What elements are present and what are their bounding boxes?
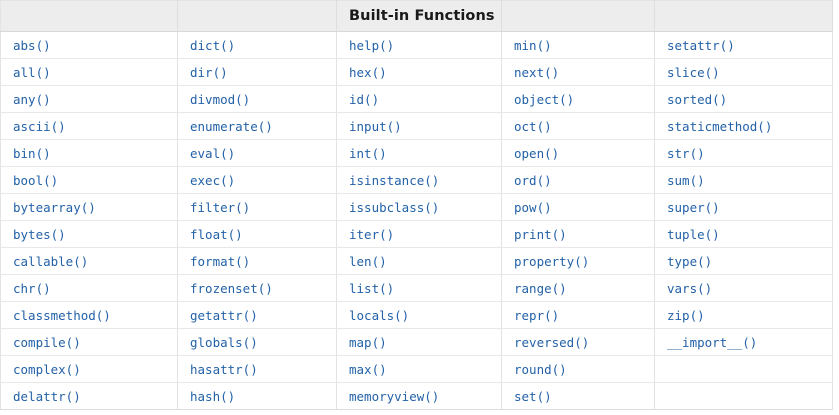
header-cell-2: [177, 0, 337, 32]
table-header: Built-in Functions: [0, 0, 833, 32]
function-cell[interactable]: len(): [336, 247, 502, 275]
function-cell[interactable]: dict(): [177, 31, 337, 59]
function-cell[interactable]: oct(): [501, 112, 655, 140]
function-cell[interactable]: getattr(): [177, 301, 337, 329]
function-cell[interactable]: enumerate(): [177, 112, 337, 140]
function-cell[interactable]: ord(): [501, 166, 655, 194]
function-cell[interactable]: input(): [336, 112, 502, 140]
header-cell-4: [501, 0, 655, 32]
header-cell-5: [654, 0, 833, 32]
function-cell[interactable]: bin(): [0, 139, 178, 167]
function-cell[interactable]: locals(): [336, 301, 502, 329]
table-row: bool()exec()isinstance()ord()sum(): [0, 166, 833, 194]
function-cell[interactable]: list(): [336, 274, 502, 302]
function-cell[interactable]: int(): [336, 139, 502, 167]
function-cell[interactable]: memoryview(): [336, 382, 502, 410]
table-row: bin()eval()int()open()str(): [0, 139, 833, 167]
table-row: compile()globals()map()reversed()__impor…: [0, 328, 833, 356]
function-cell[interactable]: bytes(): [0, 220, 178, 248]
function-cell[interactable]: delattr(): [0, 382, 178, 410]
function-cell[interactable]: vars(): [654, 274, 833, 302]
function-cell[interactable]: max(): [336, 355, 502, 383]
function-cell[interactable]: frozenset(): [177, 274, 337, 302]
function-cell[interactable]: help(): [336, 31, 502, 59]
function-cell[interactable]: pow(): [501, 193, 655, 221]
function-cell[interactable]: chr(): [0, 274, 178, 302]
function-cell[interactable]: hasattr(): [177, 355, 337, 383]
function-cell[interactable]: reversed(): [501, 328, 655, 356]
function-cell[interactable]: next(): [501, 58, 655, 86]
function-cell[interactable]: issubclass(): [336, 193, 502, 221]
table-row: any()divmod()id()object()sorted(): [0, 85, 833, 113]
function-cell[interactable]: range(): [501, 274, 655, 302]
table-row: callable()format()len()property()type(): [0, 247, 833, 275]
function-cell[interactable]: callable(): [0, 247, 178, 275]
function-cell[interactable]: super(): [654, 193, 833, 221]
function-cell[interactable]: complex(): [0, 355, 178, 383]
function-cell[interactable]: eval(): [177, 139, 337, 167]
function-cell[interactable]: str(): [654, 139, 833, 167]
table-row: classmethod()getattr()locals()repr()zip(…: [0, 301, 833, 329]
function-cell[interactable]: zip(): [654, 301, 833, 329]
table-row: chr()frozenset()list()range()vars(): [0, 274, 833, 302]
function-cell[interactable]: dir(): [177, 58, 337, 86]
function-cell[interactable]: type(): [654, 247, 833, 275]
table-row: complex()hasattr()max()round(): [0, 355, 833, 383]
table-row: bytes()float()iter()print()tuple(): [0, 220, 833, 248]
function-cell[interactable]: compile(): [0, 328, 178, 356]
table-body: abs()dict()help()min()setattr()all()dir(…: [0, 31, 833, 410]
function-cell[interactable]: classmethod(): [0, 301, 178, 329]
header-cell-1: [0, 0, 178, 32]
function-cell[interactable]: property(): [501, 247, 655, 275]
table-row: abs()dict()help()min()setattr(): [0, 31, 833, 59]
function-cell[interactable]: all(): [0, 58, 178, 86]
function-cell[interactable]: globals(): [177, 328, 337, 356]
function-cell[interactable]: bool(): [0, 166, 178, 194]
function-cell[interactable]: isinstance(): [336, 166, 502, 194]
function-cell[interactable]: ascii(): [0, 112, 178, 140]
function-cell[interactable]: slice(): [654, 58, 833, 86]
function-cell[interactable]: setattr(): [654, 31, 833, 59]
function-cell[interactable]: print(): [501, 220, 655, 248]
function-cell[interactable]: hex(): [336, 58, 502, 86]
function-cell[interactable]: exec(): [177, 166, 337, 194]
function-cell[interactable]: float(): [177, 220, 337, 248]
empty-cell: [654, 355, 833, 383]
function-cell[interactable]: min(): [501, 31, 655, 59]
function-cell[interactable]: open(): [501, 139, 655, 167]
table-row: all()dir()hex()next()slice(): [0, 58, 833, 86]
empty-cell: [654, 382, 833, 410]
table-row: ascii()enumerate()input()oct()staticmeth…: [0, 112, 833, 140]
function-cell[interactable]: sum(): [654, 166, 833, 194]
function-cell[interactable]: __import__(): [654, 328, 833, 356]
function-cell[interactable]: format(): [177, 247, 337, 275]
function-cell[interactable]: map(): [336, 328, 502, 356]
table-row: delattr()hash()memoryview()set(): [0, 382, 833, 410]
page-title: Built-in Functions: [336, 0, 502, 32]
function-cell[interactable]: hash(): [177, 382, 337, 410]
table-row: bytearray()filter()issubclass()pow()supe…: [0, 193, 833, 221]
function-cell[interactable]: staticmethod(): [654, 112, 833, 140]
function-cell[interactable]: tuple(): [654, 220, 833, 248]
header-row: Built-in Functions: [0, 0, 833, 32]
function-cell[interactable]: round(): [501, 355, 655, 383]
function-cell[interactable]: set(): [501, 382, 655, 410]
function-cell[interactable]: divmod(): [177, 85, 337, 113]
function-cell[interactable]: repr(): [501, 301, 655, 329]
function-cell[interactable]: id(): [336, 85, 502, 113]
function-cell[interactable]: filter(): [177, 193, 337, 221]
function-cell[interactable]: sorted(): [654, 85, 833, 113]
function-cell[interactable]: object(): [501, 85, 655, 113]
function-cell[interactable]: iter(): [336, 220, 502, 248]
function-cell[interactable]: any(): [0, 85, 178, 113]
function-cell[interactable]: abs(): [0, 31, 178, 59]
function-cell[interactable]: bytearray(): [0, 193, 178, 221]
